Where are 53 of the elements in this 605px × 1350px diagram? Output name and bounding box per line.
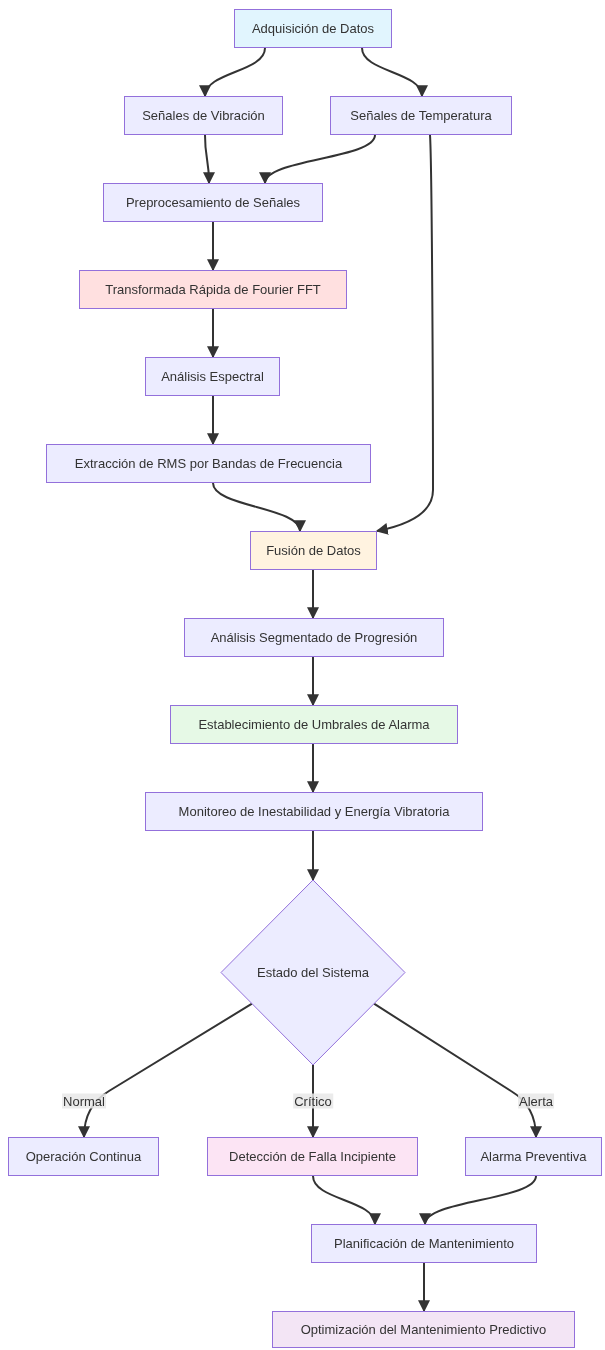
process-box bbox=[207, 1137, 418, 1176]
process-box bbox=[234, 9, 392, 48]
arrow bbox=[375, 134, 434, 535]
node-text: Señales de Vibración bbox=[142, 107, 265, 124]
node-text: Planificación de Mantenimiento bbox=[334, 1235, 514, 1252]
decision-diamond bbox=[221, 880, 405, 1065]
process-box bbox=[250, 531, 377, 570]
edge-label: Alerta bbox=[518, 1093, 554, 1109]
process-box bbox=[311, 1224, 537, 1263]
edge-label: Normal bbox=[62, 1093, 106, 1109]
node-text: Fusión de Datos bbox=[266, 542, 361, 559]
node-text: Alarma Preventiva bbox=[480, 1148, 587, 1165]
arrow bbox=[307, 830, 319, 882]
node-text: Adquisición de Datos bbox=[251, 20, 375, 37]
arrow bbox=[207, 221, 219, 272]
node-text: Monitoreo de Inestabilidad y Energía Vibratoria bbox=[178, 803, 450, 820]
arrow bbox=[207, 308, 219, 359]
process-box bbox=[170, 705, 458, 744]
process-box bbox=[8, 1137, 159, 1176]
arrow bbox=[312, 1175, 379, 1226]
arrow bbox=[307, 656, 319, 707]
process-box bbox=[465, 1137, 602, 1176]
edge-label: Crítico bbox=[293, 1093, 333, 1109]
arrow bbox=[212, 482, 303, 533]
node-text: Análisis Espectral bbox=[161, 368, 264, 385]
process-box bbox=[145, 357, 280, 396]
node-text: Preprocesamiento de Señales bbox=[125, 194, 301, 211]
node-text: Establecimiento de Umbrales de Alarma bbox=[198, 716, 430, 733]
node-text: Señales de Temperatura bbox=[350, 107, 492, 124]
arrow bbox=[207, 395, 219, 446]
arrow bbox=[418, 1262, 430, 1313]
process-box bbox=[272, 1311, 575, 1348]
arrow bbox=[307, 569, 319, 620]
node-text: Extracción de RMS por Bandas de Frecuencia bbox=[74, 455, 343, 472]
arrow bbox=[202, 134, 215, 185]
process-box bbox=[124, 96, 283, 135]
process-box bbox=[46, 444, 371, 483]
node-text: Optimización del Mantenimiento Predictivo bbox=[300, 1321, 547, 1338]
arrow bbox=[373, 1002, 542, 1139]
arrow bbox=[201, 47, 266, 98]
process-box bbox=[145, 792, 483, 831]
node-text: Operación Continua bbox=[25, 1148, 142, 1165]
arrow bbox=[307, 743, 319, 794]
node-text: Estado del Sistema bbox=[257, 964, 369, 981]
arrow bbox=[78, 1002, 253, 1139]
process-box bbox=[184, 618, 444, 657]
node-text: Detección de Falla Incipiente bbox=[229, 1148, 396, 1165]
process-box bbox=[79, 270, 347, 309]
process-box bbox=[103, 183, 323, 222]
node-text: Transformada Rápida de Fourier FFT bbox=[105, 281, 321, 298]
arrow bbox=[361, 47, 426, 98]
process-box bbox=[330, 96, 512, 135]
node-text: Análisis Segmentado de Progresión bbox=[210, 629, 418, 646]
